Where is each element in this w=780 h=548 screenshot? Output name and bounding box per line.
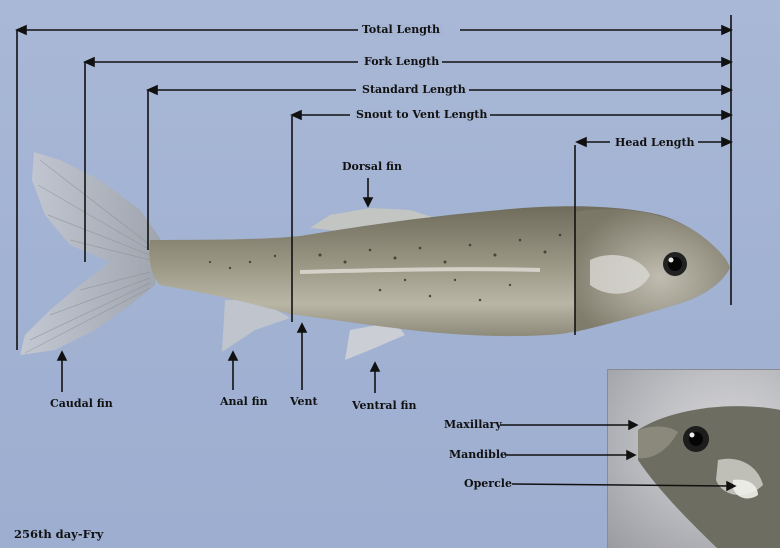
opercle-label: Opercle: [464, 478, 512, 490]
maxillary-label: Maxillary: [444, 419, 502, 431]
age-caption: 256th day-Fry: [14, 528, 103, 540]
mandible-label: Mandible: [449, 449, 507, 461]
